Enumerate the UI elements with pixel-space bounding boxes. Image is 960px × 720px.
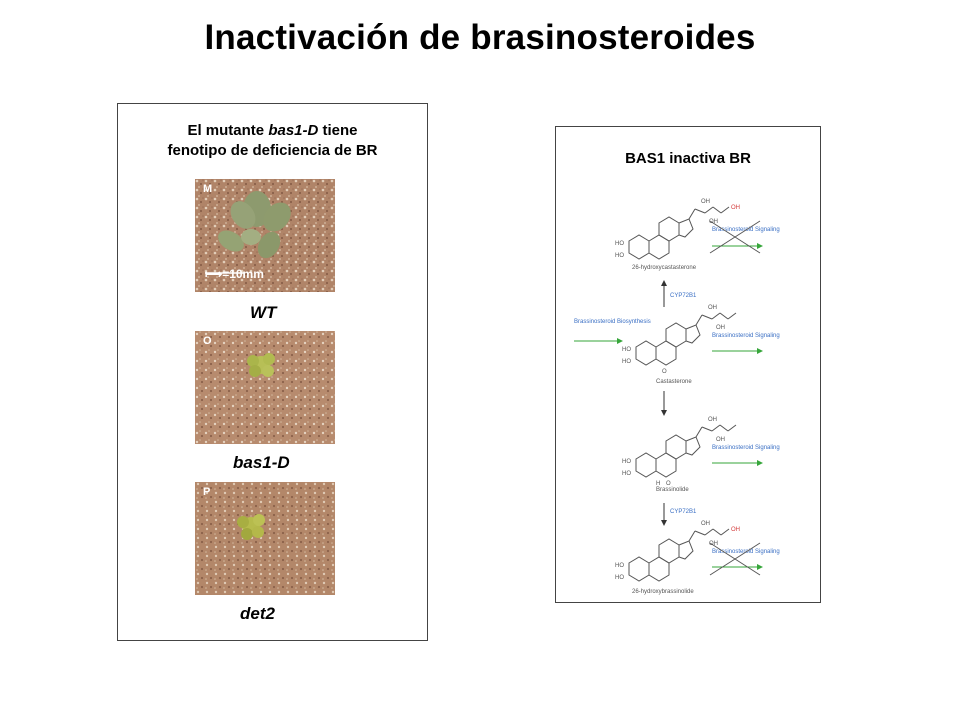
svg-text:HO: HO (615, 575, 624, 581)
hydroxyl-red-label-2: OH (731, 527, 740, 533)
panel-letter-o: O (203, 335, 212, 347)
signaling-active-1: Brassinosteroid Signaling (712, 333, 780, 354)
svg-text:OH: OH (716, 437, 725, 443)
svg-text:HO: HO (622, 347, 631, 353)
label-brassinolide: Brassinolide (656, 487, 689, 493)
panel-letter-m: M (203, 183, 213, 195)
signaling-blocked-2: Brassinosteroid Signaling (709, 542, 780, 576)
panel-letter-p: P (203, 486, 211, 498)
svg-text:Brassinosteroid Biosynthesis: Brassinosteroid Biosynthesis (574, 319, 651, 325)
label-26-hydroxybrassinolide: 26-hydroxybrassinolide (632, 589, 694, 595)
det2-label: det2 (240, 604, 275, 623)
svg-text:HO: HO (622, 459, 631, 465)
hydroxyl-red-label: OH (731, 205, 740, 211)
biosynthesis-input: Brassinosteroid Biosynthesis (574, 319, 651, 344)
compound-castasterone: HO HO O OH OH (622, 305, 737, 375)
label-26-hydroxycastasterone: 26-hydroxycastasterone (632, 265, 697, 271)
signaling-active-2: Brassinosteroid Signaling (712, 445, 780, 466)
det2-plant-photo: P (195, 482, 335, 595)
wt-label: WT (250, 303, 277, 322)
svg-text:OH: OH (709, 541, 718, 547)
enzyme-label-2: CYP72B1 (670, 509, 697, 515)
svg-text:OH: OH (701, 521, 710, 527)
compound-brassinolide: HO HO H O OH OH (622, 417, 737, 487)
label-castasterone: Castasterone (656, 379, 692, 385)
svg-text:HO: HO (622, 359, 631, 365)
scheme-caption: BAS1 inactiva BR (625, 150, 751, 167)
svg-text:HO: HO (615, 241, 624, 247)
bas1d-plant-photo: O (195, 331, 335, 444)
slide-title: Inactivación de brasinosteroides (204, 18, 756, 57)
wt-plant-photo: M ⟼=10mm (195, 179, 335, 292)
scale-bar-label: ⟼=10mm (205, 267, 264, 281)
svg-text:HO: HO (615, 563, 624, 569)
svg-text:OH: OH (708, 305, 717, 311)
svg-text:HO: HO (615, 253, 624, 259)
compound-26-hydroxybrassinolide: HO HO OH OH OH (615, 521, 740, 582)
svg-text:HO: HO (622, 471, 631, 477)
enzyme-label-1: CYP72B1 (670, 293, 697, 299)
svg-text:Brassinosteroid Signaling: Brassinosteroid Signaling (712, 333, 780, 339)
svg-text:O: O (666, 481, 671, 487)
inactivation-pathway-diagram: HO HO OH OH OH 26-hydroxycastasterone Br… (574, 199, 780, 595)
svg-text:OH: OH (709, 219, 718, 225)
svg-text:OH: OH (701, 199, 710, 205)
signaling-blocked-1: Brassinosteroid Signaling (709, 220, 780, 254)
bas1-scheme-panel: BAS1 inactiva BR HO (555, 126, 821, 603)
phenotype-panel: El mutante bas1-D tiene fenotipo de defi… (117, 103, 428, 641)
svg-text:OH: OH (716, 325, 725, 331)
compound-26-hydroxycastasterone: HO HO OH OH OH (615, 199, 740, 260)
svg-text:OH: OH (708, 417, 717, 423)
phenotype-caption: El mutante bas1-D tiene fenotipo de defi… (167, 122, 378, 159)
svg-text:H: H (656, 481, 660, 487)
svg-text:Brassinosteroid Signaling: Brassinosteroid Signaling (712, 445, 780, 451)
bas1d-label: bas1-D (233, 453, 290, 472)
svg-text:O: O (662, 369, 667, 375)
